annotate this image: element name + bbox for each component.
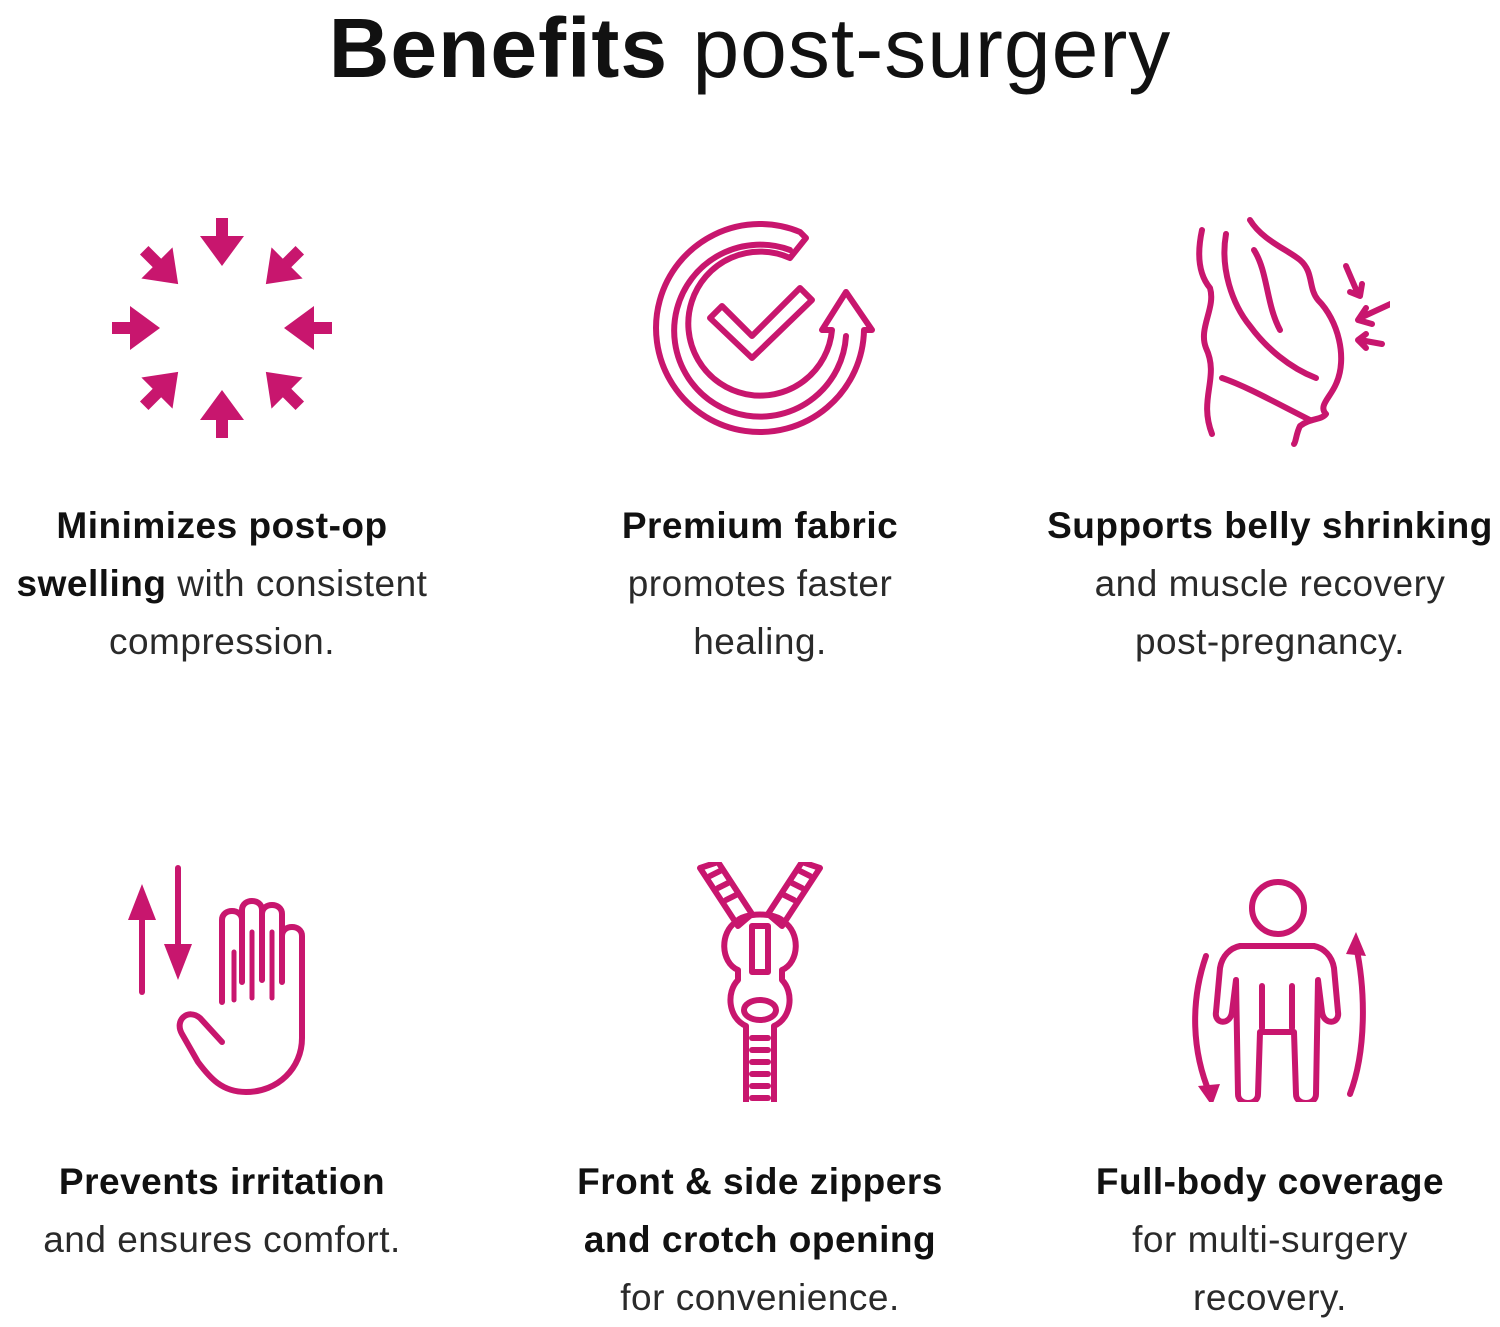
benefit-caption: Minimizes post-op swelling with consiste… [0, 497, 472, 671]
caption-regular: with consistent [166, 563, 428, 604]
full-body-person-icon [1150, 862, 1390, 1102]
caption-bold: Supports belly shrinking [1047, 505, 1493, 546]
caption-bold: Prevents irritation [58, 1161, 386, 1202]
caption-regular: post-pregnancy. [1134, 621, 1406, 662]
compress-arrows-icon [102, 208, 342, 448]
benefit-caption: Prevents irritation and ensures comfort. [0, 1153, 472, 1269]
belly-compression-icon [1150, 208, 1390, 448]
caption-bold: swelling [16, 563, 167, 604]
caption-regular: recovery. [1193, 1277, 1347, 1318]
caption-regular: compression. [108, 621, 336, 662]
caption-regular: healing. [693, 621, 827, 662]
caption-bold: Full-body coverage [1095, 1161, 1445, 1202]
caption-bold: Minimizes post-op [56, 505, 388, 546]
benefit-card-belly: Supports belly shrinking and muscle reco… [1020, 0, 1500, 700]
caption-regular: for convenience. [620, 1277, 900, 1318]
page-title-bold: Benefits [328, 1, 669, 95]
zipper-icon [640, 862, 880, 1102]
circular-check-icon [640, 208, 880, 448]
benefit-caption: Premium fabric promotes faster healing. [510, 497, 1010, 671]
caption-bold: Front & side zippers [577, 1161, 943, 1202]
caption-regular: and ensures comfort. [43, 1219, 401, 1260]
caption-regular: for multi-surgery [1132, 1219, 1408, 1260]
caption-regular: and muscle recovery [1094, 563, 1446, 604]
caption-regular: promotes faster [627, 563, 893, 604]
benefit-card-fabric: Premium fabric promotes faster healing. [510, 0, 1010, 700]
benefit-card-zippers: Front & side zippers and crotch opening … [510, 0, 1010, 1323]
caption-bold: Premium fabric [621, 505, 899, 546]
benefit-caption: Front & side zippers and crotch opening … [510, 1153, 1010, 1327]
benefit-caption: Full-body coverage for multi-surgery rec… [1020, 1153, 1500, 1327]
caption-bold: and crotch opening [583, 1219, 937, 1260]
hand-friction-icon [102, 862, 342, 1102]
benefit-caption: Supports belly shrinking and muscle reco… [1020, 497, 1500, 671]
benefit-card-coverage: Full-body coverage for multi-surgery rec… [1020, 0, 1500, 1323]
page-title: Benefits post-surgery [0, 0, 1500, 96]
benefit-card-irritation: Prevents irritation and ensures comfort. [0, 0, 472, 1323]
page-title-light: post-surgery [692, 1, 1172, 95]
benefit-card-swelling: Minimizes post-op swelling with consiste… [0, 0, 472, 700]
